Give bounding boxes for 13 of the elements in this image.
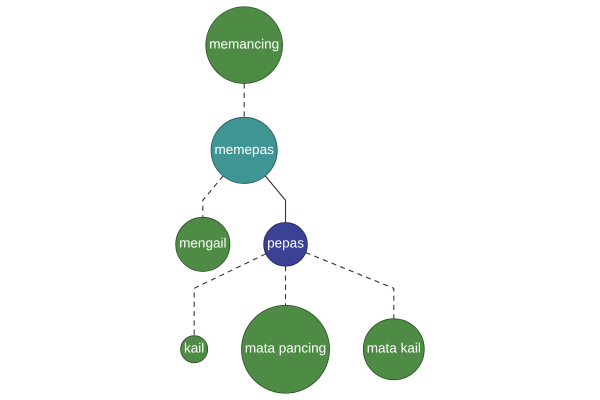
circle-node: mengail xyxy=(175,216,230,272)
connector-line xyxy=(284,266,286,306)
circle-node: memancing xyxy=(205,6,283,84)
connector-line xyxy=(264,176,286,223)
circle-node: mata kail xyxy=(362,318,425,380)
connector-line xyxy=(244,83,245,118)
circle-node: memepas xyxy=(210,116,278,184)
circle-node: kail xyxy=(180,335,208,364)
circle-node: pepas xyxy=(263,222,308,267)
connector-line xyxy=(306,252,394,319)
circle-node: mata pancing xyxy=(241,304,330,394)
connector-line xyxy=(202,176,224,218)
connector-line xyxy=(194,253,266,336)
